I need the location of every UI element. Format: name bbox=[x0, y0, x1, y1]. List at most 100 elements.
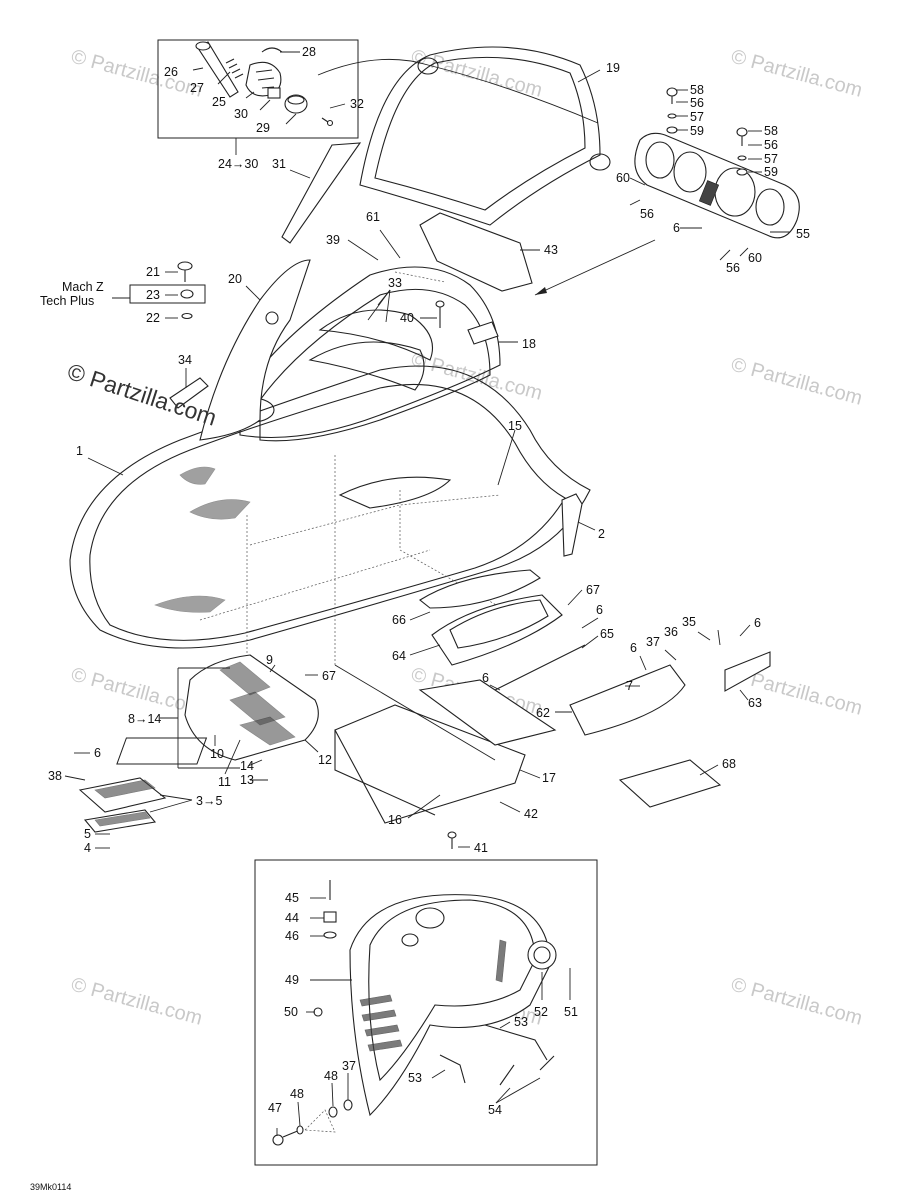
callout-label: 20 bbox=[228, 272, 242, 286]
callout-label: 6 bbox=[630, 641, 637, 655]
watermark: © Partzilla.com bbox=[69, 46, 205, 102]
callout-label: 52 bbox=[534, 1005, 548, 1019]
tray-assembly bbox=[116, 679, 557, 824]
callout-label: 16 bbox=[388, 813, 402, 827]
callout-label: 57 bbox=[764, 152, 778, 166]
liner-box bbox=[254, 859, 598, 1166]
panel-43 bbox=[419, 212, 533, 292]
callout-label: 25 bbox=[212, 95, 226, 109]
cable-65 bbox=[494, 644, 586, 691]
callout-label: 41 bbox=[474, 841, 488, 855]
callout-label: 62 bbox=[536, 706, 550, 720]
callout-label: 65 bbox=[600, 627, 614, 641]
callout-label: 2 bbox=[598, 527, 605, 541]
callout-label: 48 bbox=[290, 1087, 304, 1101]
range-label: 3→5 bbox=[196, 794, 222, 808]
callout-label: 67 bbox=[322, 669, 336, 683]
callout-label: 18 bbox=[522, 337, 536, 351]
callout-label: 57 bbox=[690, 110, 704, 124]
callout-label: 5 bbox=[84, 827, 91, 841]
callout-label: 36 bbox=[664, 625, 678, 639]
watermark: © Partzilla.com bbox=[729, 974, 865, 1030]
callout-label: 33 bbox=[388, 276, 402, 290]
callout-label: 55 bbox=[796, 227, 810, 241]
callout-label: 7 bbox=[626, 679, 633, 693]
callout-label: 6 bbox=[673, 221, 680, 235]
callout-label: 22 bbox=[146, 311, 160, 325]
callout-label: 6 bbox=[94, 746, 101, 760]
range-label: 24→30 bbox=[218, 157, 258, 171]
bumper-62 bbox=[569, 664, 686, 736]
callout-label: 19 bbox=[606, 61, 620, 75]
callout-label: 56 bbox=[690, 96, 704, 110]
callout-label: 28 bbox=[302, 45, 316, 59]
callout-label: 11 bbox=[218, 775, 231, 789]
strip-part bbox=[281, 142, 362, 244]
callout-label: 58 bbox=[690, 83, 704, 97]
pad-68 bbox=[618, 759, 722, 808]
callout-label: 67 bbox=[586, 583, 600, 597]
callout-label: 46 bbox=[285, 929, 299, 943]
callout-label: 6 bbox=[596, 603, 603, 617]
callout-label: 37 bbox=[342, 1059, 356, 1073]
callout-label: 56 bbox=[764, 138, 778, 152]
callout-label: 58 bbox=[764, 124, 778, 138]
windshield bbox=[317, 46, 611, 226]
callout-label: 51 bbox=[564, 1005, 578, 1019]
callout-label: 42 bbox=[524, 807, 538, 821]
callout-label: 43 bbox=[544, 243, 558, 257]
callout-label: 54 bbox=[488, 1103, 502, 1117]
callout-label: 61 bbox=[366, 210, 380, 224]
callout-label: 53 bbox=[408, 1071, 422, 1085]
mach-z-label: Mach Z bbox=[62, 280, 104, 294]
handle-34 bbox=[169, 377, 209, 409]
callout-label: 56 bbox=[726, 261, 740, 275]
callout-label: 6 bbox=[482, 671, 489, 685]
callout-label: 30 bbox=[234, 107, 248, 121]
callout-label: 47 bbox=[268, 1101, 282, 1115]
callout-label: 9 bbox=[266, 653, 273, 667]
callout-label: 26 bbox=[164, 65, 178, 79]
air-intake-38 bbox=[78, 777, 167, 833]
callout-label: 60 bbox=[616, 171, 630, 185]
watermark: © Partzilla.com bbox=[69, 974, 205, 1030]
callout-label: 13 bbox=[240, 773, 254, 787]
callout-label: 59 bbox=[764, 165, 778, 179]
grille-assembly bbox=[177, 654, 319, 769]
callout-label: 34 bbox=[178, 353, 192, 367]
callout-label: 63 bbox=[748, 696, 762, 710]
hood-assembly bbox=[69, 259, 591, 649]
callout-label: 38 bbox=[48, 769, 62, 783]
callout-label: 32 bbox=[350, 97, 364, 111]
callout-label: 45 bbox=[285, 891, 299, 905]
fastener-stack-21-23 bbox=[129, 261, 206, 320]
callout-label: 60 bbox=[748, 251, 762, 265]
callout-label: 68 bbox=[722, 757, 736, 771]
callout-label: 10 bbox=[210, 747, 224, 761]
callout-label: 44 bbox=[285, 911, 299, 925]
callout-label: 23 bbox=[146, 288, 160, 302]
callout-label: 66 bbox=[392, 613, 406, 627]
callout-label: 1 bbox=[76, 444, 83, 458]
callout-label: 50 bbox=[284, 1005, 298, 1019]
callout-label: 29 bbox=[256, 121, 270, 135]
range-label: 8→14 bbox=[128, 712, 161, 726]
callout-label: 53 bbox=[514, 1015, 528, 1029]
callout-label: 17 bbox=[542, 771, 556, 785]
callout-label: 56 bbox=[640, 207, 654, 221]
callout-label: 48 bbox=[324, 1069, 338, 1083]
instrument-panel bbox=[634, 132, 800, 239]
callout-label: 15 bbox=[508, 419, 522, 433]
callout-label: 59 bbox=[690, 124, 704, 138]
reference-code: 39Mk0114 bbox=[30, 1182, 71, 1192]
callout-labels: 26 27 25 28 30 29 32 31 19 43 61 39 33 4… bbox=[40, 45, 810, 1117]
callout-label: 12 bbox=[318, 753, 332, 767]
callout-label: 6 bbox=[754, 616, 761, 630]
leader-lines bbox=[64, 51, 790, 1136]
callout-label: 4 bbox=[84, 841, 91, 855]
callout-label: 39 bbox=[326, 233, 340, 247]
bolt-stack-right bbox=[736, 127, 748, 176]
callout-label: 31 bbox=[272, 157, 286, 171]
callout-label: 64 bbox=[392, 649, 406, 663]
